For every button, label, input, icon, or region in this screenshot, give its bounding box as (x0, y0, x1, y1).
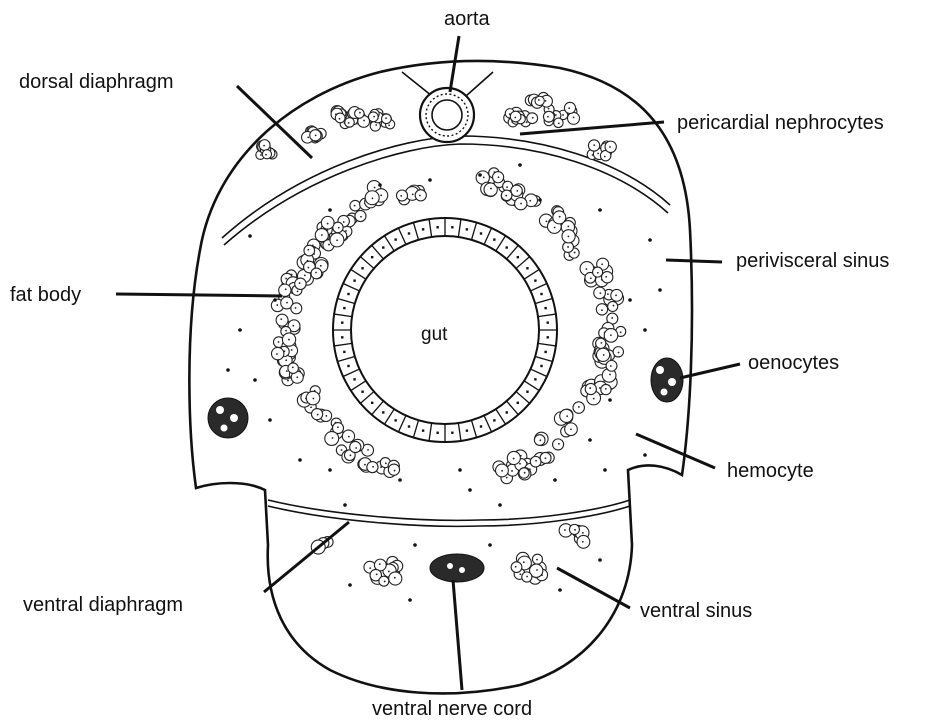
label-dorsal-diaphragm: dorsal diaphragm (19, 71, 174, 93)
fat-cell (535, 96, 544, 105)
label-fat-body: fat body (10, 284, 81, 306)
label-oenocytes: oenocytes (748, 352, 839, 374)
label-ventral-nerve-cord: ventral nerve cord (372, 698, 532, 720)
oenocytes-cluster (651, 358, 683, 402)
fat-cell (530, 456, 541, 467)
label-gut: gut (421, 324, 448, 345)
fat-cell (601, 272, 612, 283)
fat-cell (355, 109, 365, 119)
fat-cell (560, 409, 573, 422)
leader-perivisceral-sinus (666, 260, 722, 262)
label-aorta: aorta (444, 8, 490, 30)
fat-cell (511, 562, 522, 573)
fat-cell (311, 268, 322, 279)
ventral-nerve-cord-shape (430, 554, 484, 582)
fat-cell (568, 112, 580, 124)
label-pericardial-nephrocytes: pericardial nephrocytes (677, 112, 884, 134)
fat-cell (345, 118, 355, 128)
label-hemocyte: hemocyte (727, 460, 814, 482)
label-ventral-diaphragm: ventral diaphragm (23, 594, 183, 616)
fat-cell (585, 383, 596, 394)
fat-cell (295, 278, 306, 289)
fat-cell (304, 245, 315, 256)
fat-cell (335, 113, 345, 123)
fat-cell (510, 111, 521, 122)
fat-cell (608, 301, 618, 311)
fat-cell (350, 441, 361, 452)
fat-cell (379, 576, 389, 586)
label-perivisceral-sinus: perivisceral sinus (736, 250, 889, 272)
leader-fat-body (116, 294, 282, 296)
fat-cell (543, 111, 554, 122)
fat-cell (262, 150, 271, 159)
oenocytes-cluster-left (208, 398, 248, 438)
fat-cell (321, 216, 334, 229)
fat-cell (553, 439, 564, 450)
fat-cell (389, 572, 402, 585)
fat-cell (325, 432, 339, 446)
fat-cell (276, 314, 288, 326)
label-ventral-sinus: ventral sinus (640, 600, 752, 622)
fat-cell (388, 464, 399, 475)
